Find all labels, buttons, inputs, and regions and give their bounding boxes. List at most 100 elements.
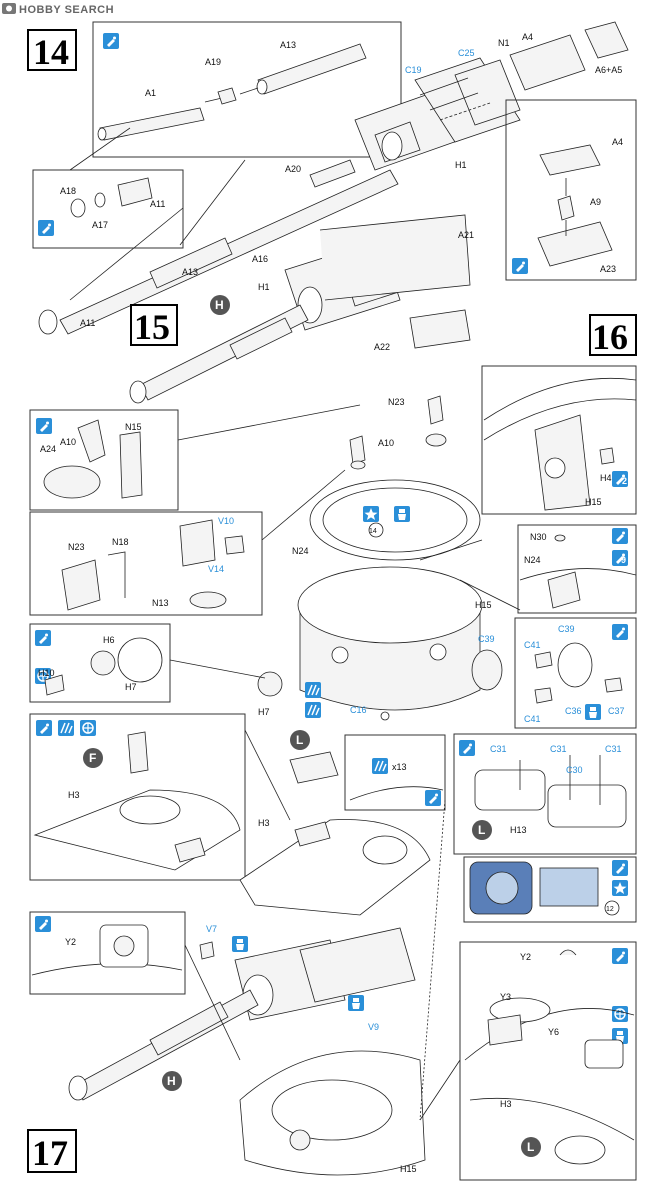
label-N1: N1 [498, 38, 510, 48]
glue-icon [459, 740, 475, 756]
callout-box [459, 941, 637, 1181]
label-H10: H10 [38, 668, 55, 678]
label-Y2b: Y2 [520, 952, 531, 962]
label-N30: N30 [530, 532, 547, 542]
callout-box [29, 623, 171, 703]
label-Y6: Y6 [548, 1027, 559, 1037]
label-H13: H13 [510, 825, 527, 835]
label-V7: V7 [206, 924, 217, 934]
step-number-box [27, 29, 77, 71]
svg-text:14: 14 [369, 528, 377, 535]
sand-icon [304, 701, 322, 719]
part-H7 [257, 671, 283, 697]
label-N23: N23 [388, 397, 405, 407]
mantlet-assembly [354, 21, 629, 171]
n30-detail [519, 534, 637, 609]
turret-ring [297, 479, 483, 711]
periscope-parts [61, 519, 245, 611]
label-H15b: H15 [585, 497, 602, 507]
step-15: 15 H A16 A21 H1 A22 [129, 214, 474, 404]
callout-box [481, 365, 637, 515]
step-number-box [589, 314, 637, 356]
turret-top-stage: F H3 L x13 H3 L C31 [29, 713, 637, 923]
label-Y2: Y2 [65, 937, 76, 947]
step-number-box [130, 304, 178, 346]
label-A22: A22 [374, 342, 390, 352]
label-C25: C25 [458, 48, 475, 58]
callout-box [29, 911, 186, 995]
label-C39: C39 [478, 634, 495, 644]
svg-text:L: L [478, 823, 485, 837]
label-H1b: H1 [258, 282, 270, 292]
label-A13: A13 [280, 40, 296, 50]
glue-icon [36, 418, 52, 434]
glue-icon [425, 790, 441, 806]
glue-icon [35, 630, 51, 646]
part-A20 [309, 159, 356, 188]
label-A19: A19 [205, 57, 221, 67]
label-A23: A23 [600, 264, 616, 274]
marker-H [162, 1071, 182, 1091]
svg-text:H: H [167, 1074, 176, 1088]
sand-icon [371, 757, 389, 775]
label-A6A5: A6+A5 [595, 65, 622, 75]
final-turret [68, 927, 426, 1176]
label-C31c: C31 [605, 744, 622, 754]
label-H1: H1 [455, 160, 467, 170]
paint-icon [348, 995, 364, 1011]
step-number: 17 [32, 1133, 68, 1173]
star-icon [612, 880, 628, 896]
gun-barrel [38, 169, 399, 335]
label-C41b: C41 [524, 714, 541, 724]
decal-photo [539, 867, 599, 907]
callout-box [32, 169, 184, 249]
label-C31b: C31 [550, 744, 567, 754]
bracket-parts [537, 144, 613, 267]
callout-box [29, 409, 179, 511]
turret-roof [33, 731, 241, 871]
label-H15c: H15 [400, 1164, 417, 1174]
marker-F [83, 748, 103, 768]
glue-icon [38, 220, 54, 236]
label-A10: A10 [60, 437, 76, 447]
label-H4: H4 [600, 473, 612, 483]
glue-icon [512, 258, 528, 274]
label-A4b: A4 [612, 137, 623, 147]
align-icon [79, 719, 97, 737]
paint-icon [585, 704, 601, 720]
label-N18: N18 [112, 537, 129, 547]
paint-icon [232, 936, 248, 952]
glue-icon [36, 720, 52, 736]
part-C39 [471, 649, 503, 691]
label-N15: N15 [125, 422, 142, 432]
marker-L [290, 730, 310, 750]
svg-text:L: L [527, 1140, 534, 1154]
callout-box [463, 856, 637, 923]
label-C36: C36 [565, 706, 582, 716]
align-icon [611, 1005, 629, 1023]
callout-box [514, 617, 637, 729]
label-V14: V14 [208, 564, 224, 574]
label-N13: N13 [152, 598, 169, 608]
turret-roof-main [239, 819, 431, 916]
hatch-h7-parts [44, 637, 163, 696]
label-A4: A4 [522, 32, 533, 42]
glue-icon [612, 624, 628, 640]
step-number-box [27, 1129, 77, 1173]
callout-box [453, 733, 637, 855]
label-A13b: A13 [182, 267, 198, 277]
mount-assembly [284, 214, 471, 349]
label-A17: A17 [92, 220, 108, 230]
muzzle-parts [70, 177, 153, 218]
hatch-detail [31, 924, 183, 976]
svg-text:9: 9 [621, 555, 626, 565]
inset-detail [483, 377, 637, 511]
marker-L [521, 1137, 541, 1157]
step-16: 16 N15 A24 A10 N23 N18 V10 V14 N13 [29, 314, 637, 729]
step-number: 14 [33, 32, 69, 72]
label-A9: A9 [590, 197, 601, 207]
label-N23b: N23 [68, 542, 85, 552]
svg-text:L: L [296, 733, 303, 747]
label-H3b: H3 [258, 818, 270, 828]
step-17: 17 Y2 V7 V9 H H15 [27, 911, 637, 1181]
